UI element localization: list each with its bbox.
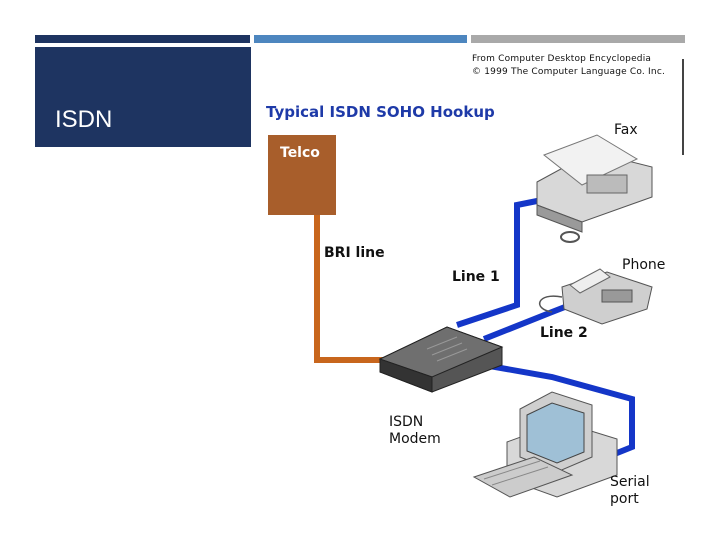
phone-icon: [539, 268, 653, 325]
modem-label-line1: ISDN: [389, 414, 424, 430]
isdn-diagram: From Computer Desktop Encyclopedia © 199…: [252, 47, 685, 524]
credit-text: From Computer Desktop Encyclopedia © 199…: [472, 53, 665, 79]
modem-label: ISDN Modem: [389, 414, 441, 448]
computer-icon: [472, 391, 618, 498]
telco-label: Telco: [280, 145, 320, 161]
fax-icon: [536, 134, 653, 243]
serial-port-label: Serial port: [610, 474, 650, 508]
credit-line-2: © 1999 The Computer Language Co. Inc.: [472, 67, 666, 77]
telco-box: Telco: [268, 135, 336, 215]
diagram-title: Typical ISDN SOHO Hookup: [266, 103, 495, 121]
line1-label: Line 1: [452, 269, 500, 285]
bri-line-label: BRI line: [324, 245, 385, 261]
fax-label: Fax: [614, 122, 638, 138]
accent-bar-gray: [471, 35, 685, 43]
line2-label: Line 2: [540, 325, 588, 341]
bri-line-cable: [314, 215, 400, 363]
credit-divider: [682, 59, 684, 155]
isdn-modem-icon: [378, 326, 504, 393]
connection-lines: [314, 134, 653, 498]
title-panel: [35, 47, 251, 147]
serial-label-line1: Serial: [610, 474, 650, 490]
accent-bar-blue: [254, 35, 467, 43]
serial-label-line2: port: [610, 491, 639, 507]
credit-line-1: From Computer Desktop Encyclopedia: [472, 54, 652, 64]
slide-title: ISDN: [55, 106, 113, 133]
modem-label-line2: Modem: [389, 431, 441, 447]
serial-cable: [483, 362, 635, 462]
accent-bar-dark: [35, 35, 250, 43]
phone-label: Phone: [622, 257, 666, 273]
